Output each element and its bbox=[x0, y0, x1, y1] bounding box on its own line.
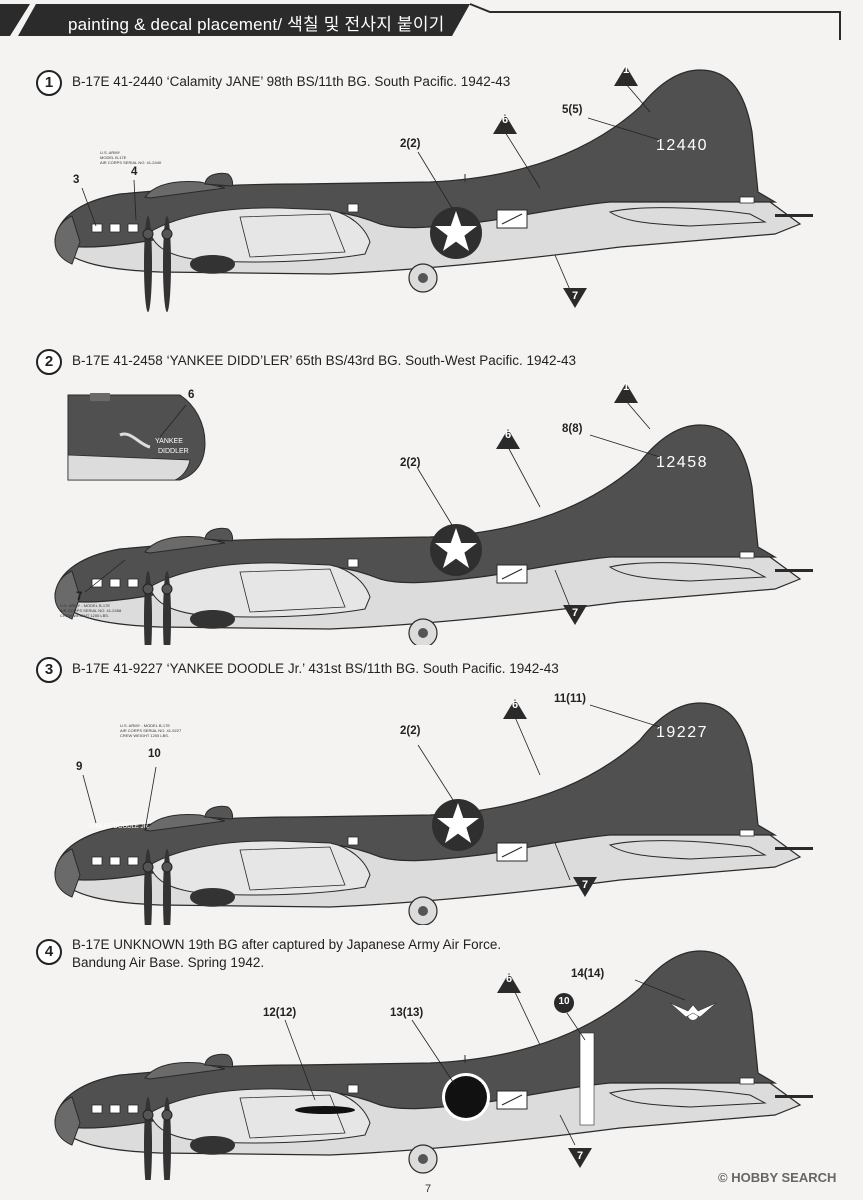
callout-7: 7 bbox=[576, 1150, 584, 1162]
callout-3: 3 bbox=[73, 174, 80, 186]
data-stencil: U.S. ARMY MODEL B-17E AIR CORPS SERIAL N… bbox=[100, 150, 162, 165]
tail-number: 12440 bbox=[656, 137, 708, 154]
callout-11: 11(11) bbox=[554, 693, 586, 705]
callout-7: 7 bbox=[571, 290, 579, 302]
callout-4: 4 bbox=[131, 166, 138, 178]
aircraft-profile: 12440 bbox=[54, 66, 814, 313]
tail-emblem bbox=[669, 1002, 717, 1020]
scheme-title-line2: Bandung Air Base. Spring 1942. bbox=[72, 955, 265, 970]
callout-10: 10 bbox=[148, 748, 161, 760]
scheme-4: 4 B-17E UNKNOWN 19th BG after captured b… bbox=[0, 925, 863, 1180]
callout-2: 2(2) bbox=[400, 457, 421, 469]
page-number: 7 bbox=[425, 1183, 432, 1195]
scheme-title: B-17E 41-2458 ‘YANKEE DIDD’LER’ 65th BS/… bbox=[72, 353, 576, 368]
tail-number: 12458 bbox=[656, 454, 708, 471]
callout-7-nose: 7 bbox=[76, 591, 83, 603]
aircraft-profile: 19227 YANKEE DOODLE JR. bbox=[54, 699, 814, 925]
svg-text:YANKEE: YANKEE bbox=[155, 438, 183, 445]
tail-number: 19227 bbox=[656, 724, 708, 741]
scheme-number-badge: 3 bbox=[36, 657, 62, 683]
callout-6: 6 bbox=[511, 699, 519, 711]
callout-6-inset: 6 bbox=[188, 389, 195, 401]
callout-8: 8(8) bbox=[562, 423, 583, 435]
callout-2: 2(2) bbox=[400, 725, 421, 737]
header-bar bbox=[0, 3, 841, 40]
callout-9: 9 bbox=[76, 761, 83, 773]
callout-10-badge: 10 bbox=[554, 993, 574, 1013]
scheme-title-line1: B-17E UNKNOWN 19th BG after captured by … bbox=[72, 937, 502, 952]
callout-6: 6 bbox=[505, 973, 513, 985]
scheme-title: B-17E 41-9227 ‘YANKEE DOODLE Jr.’ 431st … bbox=[72, 661, 559, 676]
aircraft-profile: YANKEE DIDDLER 12458 bbox=[54, 383, 814, 645]
scheme-number-badge: 1 bbox=[36, 70, 62, 96]
scheme-1: 1 B-17E 41-2440 ‘Calamity JANE’ 98th BS/… bbox=[0, 40, 863, 335]
aircraft-profile bbox=[54, 950, 814, 1180]
section-header: painting & decal placement/ 색칠 및 전사지 붙이기 bbox=[0, 0, 863, 40]
callout-13: 13(13) bbox=[390, 1007, 424, 1019]
scheme-2: 2 B-17E 41-2458 ‘YANKEE DIDD’LER’ 65th B… bbox=[0, 335, 863, 645]
watermark: © HOBBY SEARCH bbox=[718, 1170, 837, 1185]
scheme-title: B-17E UNKNOWN 19th BG after captured by … bbox=[72, 937, 501, 970]
callout-7: 7 bbox=[571, 607, 579, 619]
callout-1: 1 bbox=[622, 64, 630, 76]
callout-1: 1 bbox=[622, 381, 630, 393]
scheme-3: 3 B-17E 41-9227 ‘YANKEE DOODLE Jr.’ 431s… bbox=[0, 645, 863, 925]
callout-6: 6 bbox=[501, 114, 509, 126]
nose-art-inset: YANKEE DIDDLER bbox=[67, 393, 206, 481]
callout-7: 7 bbox=[581, 879, 589, 891]
data-stencil: U.S. ARMY - MODEL B-17E AIR CORPS SERIAL… bbox=[60, 603, 122, 618]
header-title: painting & decal placement/ 색칠 및 전사지 붙이기 bbox=[68, 15, 445, 34]
scheme-number-badge: 2 bbox=[36, 349, 62, 375]
callout-14: 14(14) bbox=[571, 968, 605, 980]
callout-6: 6 bbox=[504, 429, 512, 441]
callout-2: 2(2) bbox=[400, 138, 421, 150]
scheme-title: B-17E 41-2440 ‘Calamity JANE’ 98th BS/11… bbox=[72, 74, 511, 89]
scheme-number-badge: 4 bbox=[36, 939, 62, 965]
callout-12: 12(12) bbox=[263, 1007, 297, 1019]
nose-art-text: YANKEE DOODLE JR. bbox=[88, 824, 150, 830]
hinomaru bbox=[445, 1076, 487, 1118]
data-stencil: U.S. ARMY - MODEL B-17E AIR CORPS SERIAL… bbox=[120, 723, 182, 738]
callout-5: 5(5) bbox=[562, 104, 583, 116]
svg-text:DIDDLER: DIDDLER bbox=[158, 448, 189, 455]
